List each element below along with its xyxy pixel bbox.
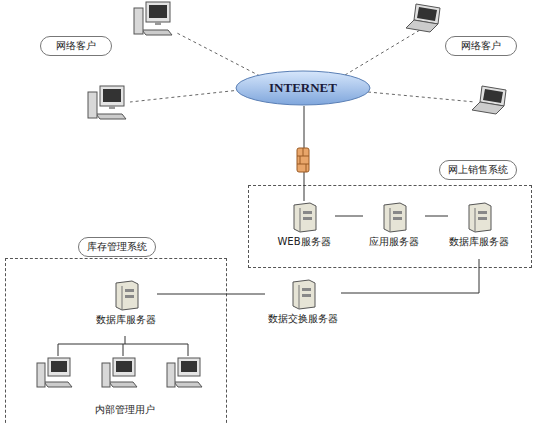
- lan-wire: [58, 344, 188, 345]
- server-drive: [303, 217, 312, 220]
- server-edge: [390, 208, 391, 232]
- node-text: 数据交换服务器: [265, 312, 341, 326]
- server-drive: [393, 211, 402, 214]
- system-group: WEB服务器应用服务器数据库服务器网上销售系统: [248, 185, 532, 268]
- desktop-computer: [37, 358, 72, 387]
- internet-cloud: INTERNET: [235, 70, 371, 106]
- ellipse-shape: [236, 71, 370, 105]
- server-box: 应用服务器: [363, 201, 425, 259]
- server-box: WEB服务器: [273, 201, 335, 259]
- node-text: 应用服务器: [363, 235, 425, 249]
- client-label: 网络客户: [40, 36, 112, 56]
- server-drive: [125, 295, 134, 298]
- server-box: 数据库服务器: [448, 201, 510, 259]
- node-text: WEB服务器: [273, 235, 335, 249]
- server-drive: [302, 288, 311, 291]
- server-body: [384, 203, 406, 232]
- lan-wire: [188, 344, 189, 356]
- server-drive: [393, 217, 402, 220]
- lan-wire: [123, 344, 124, 356]
- network-connector: [157, 294, 265, 295]
- network-link: [175, 32, 260, 76]
- server-drive: [478, 217, 487, 220]
- desktop-computer: [167, 358, 202, 387]
- server-edge: [475, 208, 476, 232]
- network-link: [368, 92, 475, 102]
- server-box: 数据库服务器: [95, 279, 157, 337]
- lan-wire: [58, 344, 59, 356]
- server-drive: [303, 211, 312, 214]
- firewall-symbol: [297, 148, 309, 172]
- node-text: 网络客户: [56, 39, 96, 53]
- server-icon: [448, 201, 510, 233]
- server-icon: [273, 201, 335, 233]
- server-icon: [95, 279, 157, 311]
- server-body: [116, 281, 138, 310]
- server-box: 数据交换服务器: [265, 278, 341, 336]
- laptop-computer: [472, 86, 506, 114]
- group-heading: 网上销售系统: [439, 160, 517, 180]
- desktop-computer: [102, 358, 137, 387]
- group-caption: 内部管理用户: [70, 403, 180, 417]
- server-drive: [302, 294, 311, 297]
- server-edge: [122, 286, 123, 310]
- network-connector: [341, 259, 479, 293]
- node-text: 数据库服务器: [95, 313, 157, 327]
- network-connector: [304, 106, 305, 201]
- server-body: [469, 203, 491, 232]
- server-edge: [299, 285, 300, 309]
- desktop-computer: [134, 2, 172, 35]
- server-drive: [478, 211, 487, 214]
- server-icon: [363, 201, 425, 233]
- network-link: [345, 30, 420, 75]
- node-text: INTERNET: [269, 80, 337, 96]
- server-edge: [300, 208, 301, 232]
- network-connector: [425, 216, 448, 217]
- desktop-computer: [88, 86, 126, 119]
- laptop-computer: [406, 4, 440, 32]
- client-label: 网络客户: [445, 36, 517, 56]
- group-heading: 库存管理系统: [78, 237, 156, 257]
- server-body: [293, 280, 315, 309]
- server-icon: [265, 278, 341, 310]
- node-text: 数据库服务器: [448, 235, 510, 249]
- node-text: 网络客户: [461, 39, 501, 53]
- system-group: 数据库服务器库存管理系统: [5, 258, 227, 423]
- network-link: [130, 90, 240, 102]
- server-body: [294, 203, 316, 232]
- network-connector: [335, 216, 363, 217]
- server-drive: [125, 289, 134, 292]
- lan-wire: [125, 336, 126, 344]
